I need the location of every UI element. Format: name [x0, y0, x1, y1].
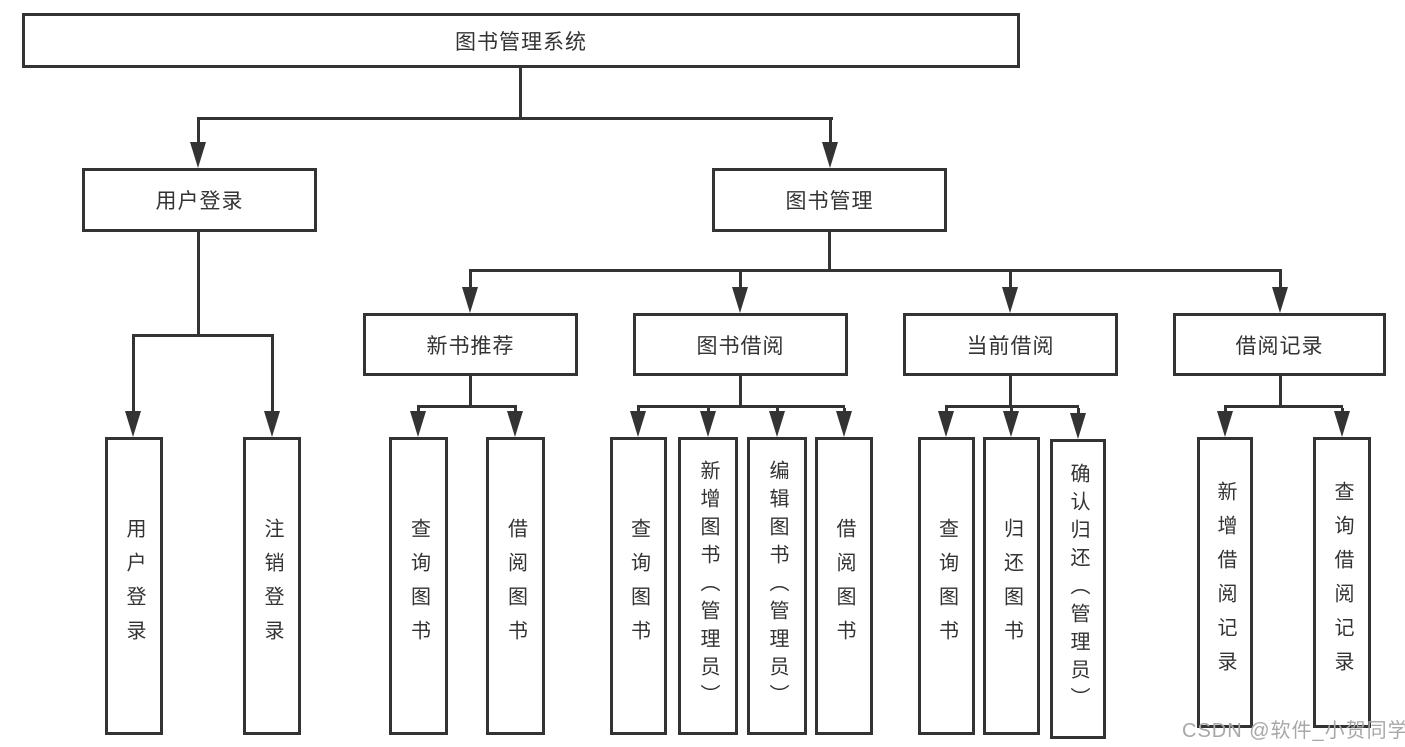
csdn-watermark: CSDN @软件_小贺同学: [1182, 720, 1405, 742]
node-library-management-system: 图书管理系统: [22, 13, 1020, 68]
node-label: 新书推荐: [426, 334, 515, 358]
connector-cb-stem: [1009, 376, 1012, 408]
connector-br-rail: [1224, 405, 1343, 408]
leaf-logout: 注销登录: [243, 437, 301, 735]
connector-bb-stem: [739, 376, 742, 408]
leaf-user-login: 用户登录: [105, 437, 163, 735]
node-book-borrow: 图书借阅: [633, 313, 848, 376]
node-current-borrow: 当前借阅: [903, 313, 1118, 376]
node-book-management-branch: 图书管理: [712, 168, 947, 232]
arrow-to-cb-return-book: [1003, 408, 1019, 437]
arrow-to-nbr-query-book: [410, 408, 426, 437]
leaf-label: 新增借阅记录: [1214, 480, 1236, 685]
leaf-cb-confirm-return: 确认归还（管理员）: [1050, 439, 1106, 739]
connector-br-stem: [1279, 376, 1282, 408]
arrow-to-borrow-record: [1272, 272, 1288, 313]
node-label: 图书借阅: [696, 334, 785, 358]
arrow-to-new-book-recommend: [462, 272, 478, 313]
leaf-label: 注销登录: [261, 518, 283, 654]
arrow-to-book-borrow: [732, 272, 748, 313]
connector-root-rail: [197, 117, 833, 120]
arrow-to-br-query-record: [1334, 408, 1350, 437]
connector-user-login-rail: [132, 334, 274, 337]
leaf-bb-query-book: 查询图书: [610, 437, 667, 735]
arrow-to-leaf-user-login: [125, 337, 141, 437]
node-label: 借阅记录: [1235, 334, 1324, 358]
leaf-label: 确认归还（管理员）: [1067, 463, 1089, 715]
leaf-label: 查询借阅记录: [1331, 480, 1353, 685]
arrow-to-book-management: [822, 120, 838, 168]
leaf-nbr-borrow-book: 借阅图书: [486, 437, 545, 735]
leaf-label: 用户登录: [123, 518, 145, 654]
arrow-to-bb-borrow-book: [836, 408, 852, 437]
arrow-to-user-login: [190, 120, 206, 168]
leaf-label: 借阅图书: [833, 518, 855, 654]
leaf-label: 查询图书: [407, 518, 430, 654]
leaf-label: 新增图书（管理员）: [697, 460, 719, 712]
node-new-book-recommend: 新书推荐: [363, 313, 578, 376]
leaf-label: 编辑图书（管理员）: [766, 460, 788, 712]
leaf-br-add-record: 新增借阅记录: [1197, 437, 1253, 728]
node-borrow-record: 借阅记录: [1173, 313, 1386, 376]
leaf-cb-query-book: 查询图书: [918, 437, 975, 735]
leaf-br-query-record: 查询借阅记录: [1313, 437, 1371, 728]
leaf-cb-return-book: 归还图书: [983, 437, 1040, 735]
connector-nbr-stem: [469, 376, 472, 408]
arrow-to-bb-edit-book: [769, 408, 785, 437]
leaf-bb-borrow-book: 借阅图书: [815, 437, 873, 735]
arrow-to-cb-confirm-return: [1070, 408, 1086, 439]
arrow-to-bb-query-book: [630, 408, 646, 437]
connector-nbr-rail: [417, 405, 517, 408]
connector-bb-rail: [637, 405, 845, 408]
leaf-label: 查询图书: [627, 518, 650, 654]
arrow-to-leaf-logout: [264, 337, 280, 437]
arrow-to-cb-query-book: [938, 408, 954, 437]
node-user-login-branch: 用户登录: [82, 168, 317, 232]
connector-root-stem: [519, 68, 522, 120]
node-label: 图书管理系统: [455, 30, 587, 54]
connector-book-mgmt-stem: [828, 232, 831, 272]
arrow-to-bb-add-book: [700, 408, 716, 437]
node-label: 用户登录: [155, 190, 244, 213]
connector-book-mgmt-rail: [469, 269, 1282, 272]
arrow-to-br-add-record: [1217, 408, 1233, 437]
leaf-nbr-query-book: 查询图书: [389, 437, 448, 735]
arrow-to-nbr-borrow-book: [507, 408, 523, 437]
leaf-bb-add-book: 新增图书（管理员）: [678, 437, 738, 735]
leaf-label: 归还图书: [1000, 518, 1023, 654]
node-label: 当前借阅: [966, 334, 1055, 358]
connector-user-login-stem: [197, 232, 200, 337]
arrow-to-current-borrow: [1002, 272, 1018, 313]
connector-cb-rail: [945, 405, 1079, 408]
node-label: 图书管理: [785, 190, 874, 213]
leaf-bb-edit-book: 编辑图书（管理员）: [747, 437, 807, 735]
leaf-label: 借阅图书: [504, 518, 527, 654]
leaf-label: 查询图书: [935, 518, 958, 654]
